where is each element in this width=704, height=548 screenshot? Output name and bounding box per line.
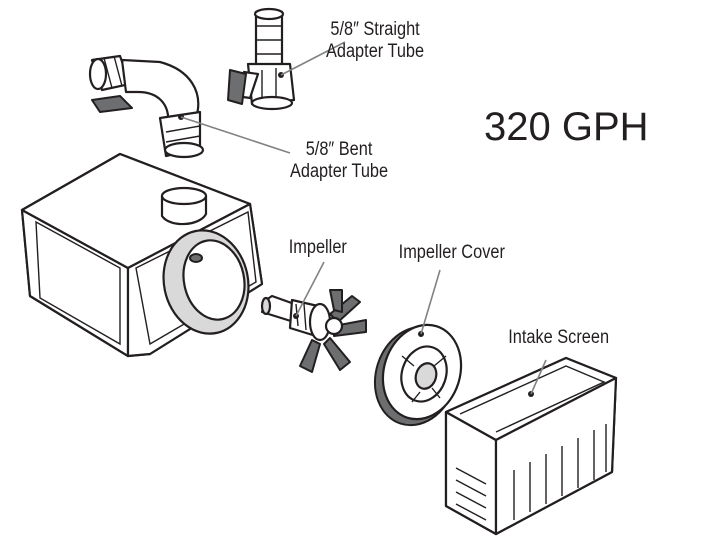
bent-adapter-label-line2: Adapter Tube [289, 161, 389, 182]
bent-adapter-label: 5/8″ Bent Adapter Tube [290, 139, 388, 183]
impeller-label-text: Impeller [288, 237, 347, 258]
intake-screen [444, 356, 618, 536]
leader-lines [180, 41, 547, 395]
impeller [260, 289, 367, 373]
flow-rate-title: 320 GPH [484, 105, 649, 149]
intake-screen-label: Intake Screen [508, 327, 609, 349]
bent-adapter-label-line1: 5/8″ Bent [305, 139, 373, 160]
bent-adapter-tube [88, 54, 205, 159]
impeller-cover-label-text: Impeller Cover [398, 242, 505, 263]
straight-adapter-tube [227, 7, 296, 111]
impeller-cover-label: Impeller Cover [399, 242, 505, 264]
impeller-cover [373, 323, 463, 427]
straight-adapter-label: 5/8″ Straight Adapter Tube [326, 19, 424, 63]
straight-adapter-label-line2: Adapter Tube [325, 41, 425, 62]
impeller-label: Impeller [289, 237, 347, 259]
straight-adapter-label-line1: 5/8″ Straight [330, 19, 420, 40]
pump-housing [20, 152, 264, 358]
intake-screen-label-text: Intake Screen [508, 327, 610, 348]
